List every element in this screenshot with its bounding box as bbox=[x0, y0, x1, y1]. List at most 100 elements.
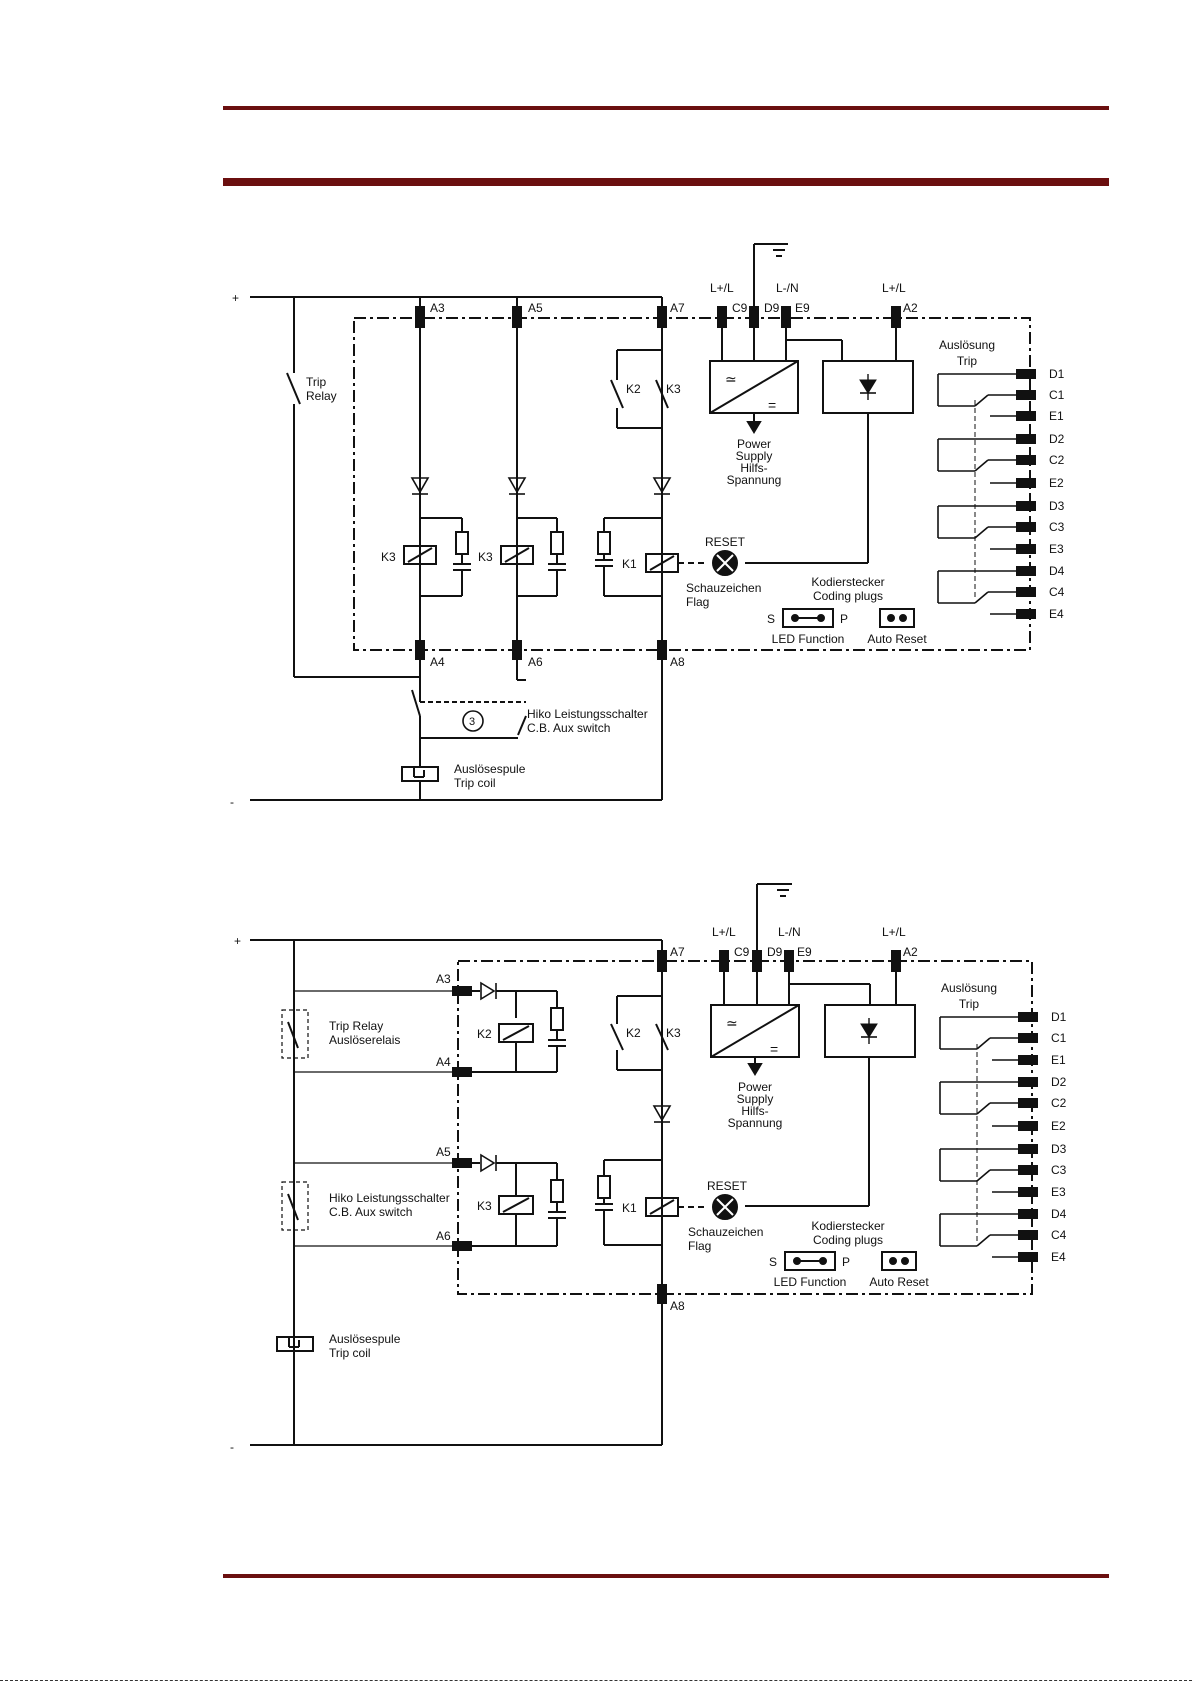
output-d4-2: D4 bbox=[1051, 1207, 1067, 1221]
flag-label-1: Schauzeichen bbox=[686, 581, 761, 595]
output-c4: C4 bbox=[1049, 585, 1065, 599]
plus-label: + bbox=[232, 291, 239, 305]
coding-label-2-2: Coding plugs bbox=[813, 1233, 883, 1247]
output-e4-2: E4 bbox=[1051, 1250, 1066, 1264]
power-supply-3: Hilfs- bbox=[740, 461, 767, 475]
plus-label-2: + bbox=[234, 934, 241, 948]
terminal-e9: E9 bbox=[795, 301, 810, 315]
trip-coil-label-2b: Trip coil bbox=[329, 1346, 371, 1360]
output-c1-2: C1 bbox=[1051, 1031, 1067, 1045]
minus-label-2: - bbox=[230, 1440, 234, 1454]
output-c2-2: C2 bbox=[1051, 1096, 1067, 1110]
contact-k3-label-2: K3 bbox=[666, 1026, 681, 1040]
contact-k3-label: K3 bbox=[666, 382, 681, 396]
supply-lpl-1-2: L+/L bbox=[712, 925, 736, 939]
output-c1: C1 bbox=[1049, 388, 1065, 402]
trip-coil-label-2a: Auslösespule bbox=[329, 1332, 401, 1346]
relay-k3b-label: K3 bbox=[478, 550, 493, 564]
flag-label-2-1: Schauzeichen bbox=[688, 1225, 763, 1239]
relay-k3-label: K3 bbox=[381, 550, 396, 564]
terminal-a5-2: A5 bbox=[436, 1145, 451, 1159]
led-s-label: S bbox=[767, 612, 775, 626]
cb-aux-label-2a: Hiko Leistungsschalter bbox=[329, 1191, 450, 1205]
trip-coil-label-2: Trip coil bbox=[454, 776, 496, 790]
minus-label: - bbox=[230, 795, 234, 809]
led-p-label: P bbox=[840, 612, 848, 626]
reset-label: RESET bbox=[705, 535, 746, 549]
auto-reset-label-2: Auto Reset bbox=[869, 1275, 929, 1289]
output-e3-2: E3 bbox=[1051, 1185, 1066, 1199]
relay-k3-label-2: K3 bbox=[477, 1199, 492, 1213]
cb-aux-label-2: C.B. Aux switch bbox=[527, 721, 610, 735]
terminal-a3: A3 bbox=[430, 301, 445, 315]
output-c3: C3 bbox=[1049, 520, 1065, 534]
power-supply-2-2: Supply bbox=[737, 1092, 774, 1106]
supply-lpl-2-2: L+/L bbox=[882, 925, 906, 939]
relay-k1-label: K1 bbox=[622, 557, 637, 571]
power-supply-4: Spannung bbox=[727, 473, 782, 487]
trip-relay-label-1: Trip bbox=[306, 375, 327, 389]
led-function-label-2: LED Function bbox=[774, 1275, 847, 1289]
wiring-diagram-1: + - Trip Relay A3 A4 A5 A6 K3 K3 K2 K3 K… bbox=[230, 243, 1065, 809]
contact-k2-label: K2 bbox=[626, 382, 641, 396]
output-d3-2: D3 bbox=[1051, 1142, 1067, 1156]
output-d4: D4 bbox=[1049, 564, 1065, 578]
psu-dc-symbol: = bbox=[768, 397, 776, 413]
power-supply-2: Supply bbox=[736, 449, 773, 463]
output-d1: D1 bbox=[1049, 367, 1065, 381]
coding-label-2-1: Kodierstecker bbox=[811, 1219, 884, 1233]
auto-reset-label: Auto Reset bbox=[867, 632, 927, 646]
terminal-c9: C9 bbox=[732, 301, 748, 315]
output-c3-2: C3 bbox=[1051, 1163, 1067, 1177]
output-e2-2: E2 bbox=[1051, 1119, 1066, 1133]
trip-head-1: Auslösung bbox=[939, 338, 995, 352]
terminal-a2: A2 bbox=[903, 301, 918, 315]
led-p-label-2: P bbox=[842, 1255, 850, 1269]
output-e3: E3 bbox=[1049, 542, 1064, 556]
coding-label-1: Kodierstecker bbox=[811, 575, 884, 589]
led-function-label: LED Function bbox=[772, 632, 845, 646]
contact-k2-label-2: K2 bbox=[626, 1026, 641, 1040]
trip-relay-label-2a: Trip Relay bbox=[329, 1019, 383, 1033]
power-supply-2-4: Spannung bbox=[728, 1116, 783, 1130]
terminal-a4: A4 bbox=[430, 655, 445, 669]
terminal-a8: A8 bbox=[670, 655, 685, 669]
psu-dc-symbol-2: = bbox=[770, 1041, 778, 1057]
relay-k2-label-2: K2 bbox=[477, 1027, 492, 1041]
cb-aux-label-2b: C.B. Aux switch bbox=[329, 1205, 412, 1219]
power-supply-2-1: Power bbox=[738, 1080, 772, 1094]
psu-ac-symbol-2: ≃ bbox=[726, 1015, 738, 1031]
output-c4-2: C4 bbox=[1051, 1228, 1067, 1242]
output-e4: E4 bbox=[1049, 607, 1064, 621]
terminal-d9-2: D9 bbox=[767, 945, 783, 959]
terminal-a3-2: A3 bbox=[436, 972, 451, 986]
output-d3: D3 bbox=[1049, 499, 1065, 513]
trip-head-2-2: Trip bbox=[959, 997, 980, 1011]
led-s-label-2: S bbox=[769, 1255, 777, 1269]
output-d2: D2 bbox=[1049, 432, 1065, 446]
terminal-a7-2: A7 bbox=[670, 945, 685, 959]
scan-edge-line bbox=[0, 1680, 1192, 1685]
relay-k1-label-2: K1 bbox=[622, 1201, 637, 1215]
supply-lpl-1: L+/L bbox=[710, 281, 734, 295]
header-rule-thick bbox=[223, 178, 1109, 186]
output-d2-2: D2 bbox=[1051, 1075, 1067, 1089]
footer-rule bbox=[223, 1574, 1109, 1578]
terminal-a6: A6 bbox=[528, 655, 543, 669]
trip-relay-label-2: Relay bbox=[306, 389, 337, 403]
trip-head-2-1: Auslösung bbox=[941, 981, 997, 995]
terminal-a2-2: A2 bbox=[903, 945, 918, 959]
terminal-e9-2: E9 bbox=[797, 945, 812, 959]
trip-head-2: Trip bbox=[957, 354, 978, 368]
flag-label-2-2: Flag bbox=[688, 1239, 711, 1253]
psu-ac-symbol: ≃ bbox=[725, 371, 737, 387]
terminal-a4-2: A4 bbox=[436, 1055, 451, 1069]
trip-coil-label-1: Auslösespule bbox=[454, 762, 526, 776]
trip-relay-label-2b: Auslöserelais bbox=[329, 1033, 400, 1047]
output-e1: E1 bbox=[1049, 409, 1064, 423]
output-e2: E2 bbox=[1049, 476, 1064, 490]
power-supply-1: Power bbox=[737, 437, 771, 451]
reset-label-2: RESET bbox=[707, 1179, 748, 1193]
output-d1-2: D1 bbox=[1051, 1010, 1067, 1024]
supply-lmn-2: L-/N bbox=[778, 925, 801, 939]
